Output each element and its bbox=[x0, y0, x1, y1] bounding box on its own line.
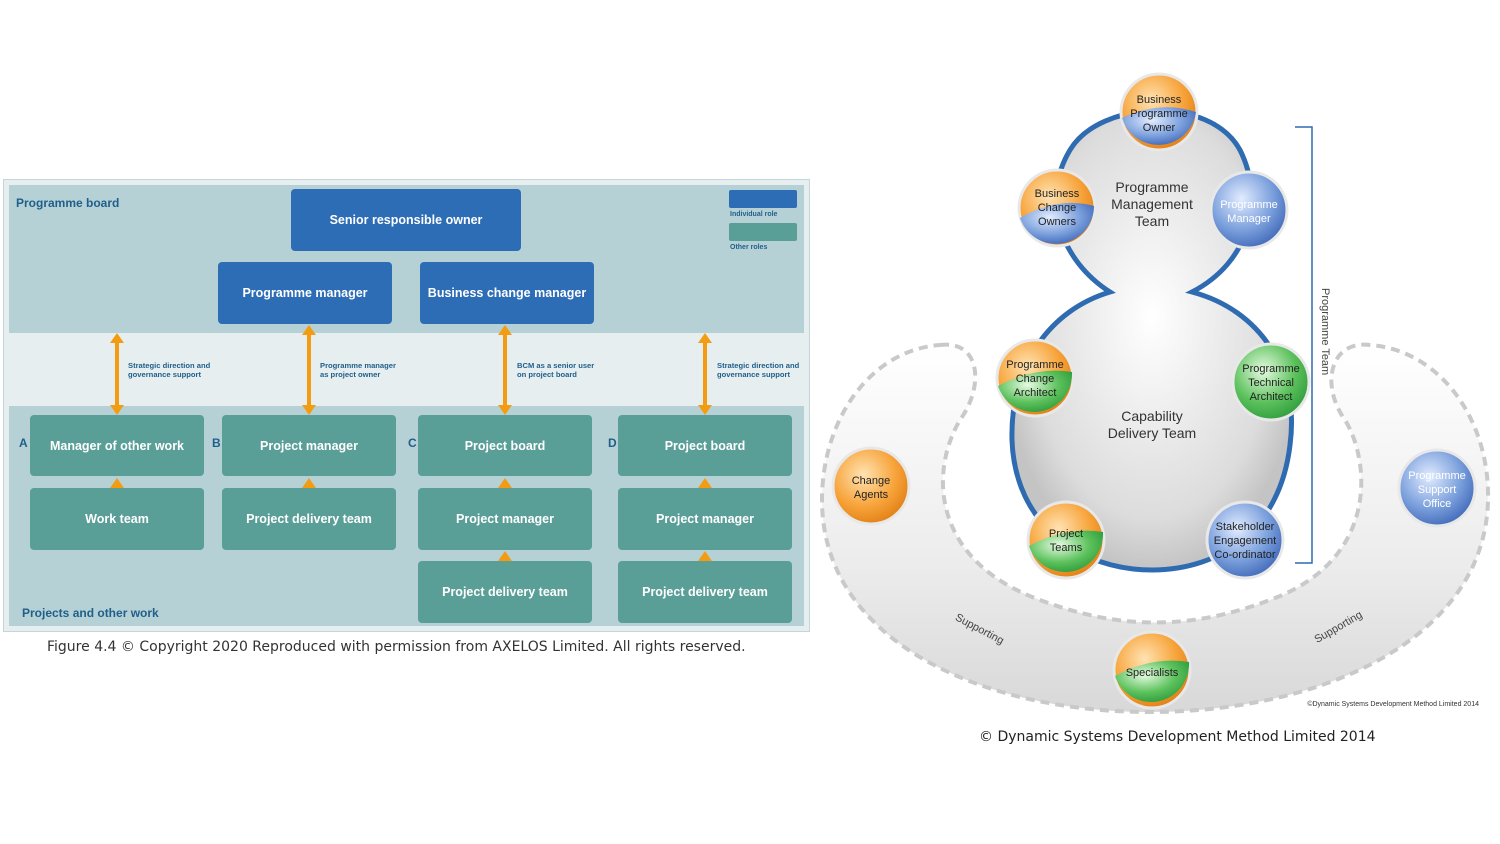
cdt-line2: Delivery Team bbox=[1108, 425, 1196, 441]
double-arrow-b bbox=[302, 325, 316, 415]
pmt-line1: Programme bbox=[1115, 179, 1188, 195]
legend-swatch-individual bbox=[729, 190, 797, 208]
ca-line2: Agents bbox=[854, 489, 889, 501]
connector-d2 bbox=[698, 551, 712, 561]
specialists-label: Specialists bbox=[1126, 667, 1179, 679]
sec-line1: Stakeholder bbox=[1216, 521, 1275, 533]
pta-line1: Programme bbox=[1242, 363, 1299, 375]
relationship-a-line2: governance support bbox=[128, 369, 201, 379]
ca-line1: Change bbox=[852, 475, 891, 487]
column-letter-b: B bbox=[212, 436, 221, 450]
project-board-box-d: Project board bbox=[618, 415, 792, 476]
business-change-owners-circle: Business Change Owners bbox=[1017, 168, 1097, 248]
legend-individual-role: Individual role bbox=[730, 211, 778, 218]
bpo-line1: Business bbox=[1137, 94, 1182, 106]
pso-line1: Programme bbox=[1408, 470, 1465, 482]
connector-d1 bbox=[698, 478, 712, 488]
relationship-a-line1: Strategic direction and bbox=[128, 361, 211, 370]
pca-line3: Architect bbox=[1014, 387, 1057, 399]
pm-line1: Programme bbox=[1220, 199, 1277, 211]
programme-team-label: Programme Team bbox=[1319, 288, 1331, 375]
project-manager-box-d: Project manager bbox=[618, 488, 792, 550]
relationship-c-line1: BCM as a senior user bbox=[517, 361, 595, 370]
senior-responsible-owner-box: Senior responsible owner bbox=[291, 189, 521, 251]
programme-team-bracket bbox=[1295, 126, 1313, 564]
right-figure-caption: © Dynamic Systems Development Method Lim… bbox=[979, 729, 1376, 745]
project-delivery-team-box-c: Project delivery team bbox=[418, 561, 592, 623]
relationship-d-line2: governance support bbox=[717, 369, 790, 379]
programme-manager-box: Programme manager bbox=[218, 262, 392, 324]
programme-board-label: Programme board bbox=[16, 196, 120, 210]
change-agents-circle: Change Agents bbox=[831, 446, 911, 526]
bpo-line3: Owner bbox=[1143, 122, 1176, 134]
double-arrow-d bbox=[698, 333, 712, 415]
pmt-line2: Management bbox=[1111, 196, 1193, 212]
legend-swatch-other bbox=[729, 223, 797, 241]
double-arrow-c bbox=[498, 325, 512, 415]
business-programme-owner-circle: Business Programme Owner bbox=[1119, 72, 1199, 152]
column-letter-d: D bbox=[608, 436, 617, 450]
inner-copyright: ©Dynamic Systems Development Method Limi… bbox=[1307, 700, 1479, 708]
dsdm-programme-team-diagram: Programme Team Programme Management Team… bbox=[819, 72, 1491, 715]
sec-line2: Engagement bbox=[1214, 535, 1276, 547]
pt-line1: Project bbox=[1049, 528, 1083, 540]
project-manager-box-b: Project manager bbox=[222, 415, 396, 476]
pta-line2: Technical bbox=[1248, 377, 1294, 389]
programme-technical-architect-circle: Programme Technical Architect bbox=[1231, 342, 1311, 422]
supporting-arc bbox=[819, 342, 1491, 715]
bco-line3: Owners bbox=[1038, 216, 1076, 228]
business-change-manager-box: Business change manager bbox=[420, 262, 594, 324]
relationship-b-line2: as project owner bbox=[320, 369, 381, 379]
pm-line2: Manager bbox=[1227, 213, 1271, 225]
relationship-band bbox=[9, 333, 804, 404]
double-arrow-a bbox=[110, 333, 124, 415]
pt-line2: Teams bbox=[1050, 542, 1083, 554]
relationship-label-b: Programme manager as project owner bbox=[320, 361, 420, 379]
projects-label: Projects and other work bbox=[22, 606, 159, 620]
connector-a bbox=[110, 478, 124, 488]
sec-line3: Co-ordinator bbox=[1214, 549, 1275, 561]
relationship-b-line1: Programme manager bbox=[320, 361, 396, 370]
connector-c1 bbox=[498, 478, 512, 488]
project-delivery-team-box-d: Project delivery team bbox=[618, 561, 792, 623]
project-delivery-team-box-b: Project delivery team bbox=[222, 488, 396, 550]
pmt-line3: Team bbox=[1135, 213, 1169, 229]
pso-line2: Support bbox=[1418, 484, 1457, 496]
stakeholder-engagement-circle: Stakeholder Engagement Co-ordinator bbox=[1205, 500, 1285, 580]
pca-line2: Change bbox=[1016, 373, 1055, 385]
pta-line3: Architect bbox=[1250, 391, 1293, 403]
project-board-box-c: Project board bbox=[418, 415, 592, 476]
relationship-label-c: BCM as a senior user on project board bbox=[517, 361, 617, 379]
legend-other-roles: Other roles bbox=[730, 244, 768, 251]
pso-line3: Office bbox=[1423, 498, 1452, 510]
bco-line1: Business bbox=[1035, 188, 1080, 200]
cdt-line1: Capability bbox=[1121, 408, 1182, 424]
relationship-label-d: Strategic direction and governance suppo… bbox=[717, 361, 817, 379]
relationship-d-line1: Strategic direction and bbox=[717, 361, 800, 370]
left-figure-caption: Figure 4.4 © Copyright 2020 Reproduced w… bbox=[47, 639, 746, 655]
programme-support-office-circle: Programme Support Office bbox=[1397, 448, 1477, 528]
relationship-label-a: Strategic direction and governance suppo… bbox=[128, 361, 228, 379]
project-manager-box-c: Project manager bbox=[418, 488, 592, 550]
column-letter-a: A bbox=[19, 436, 28, 450]
programme-organisation-diagram: Programme board Projects and other work … bbox=[3, 179, 810, 632]
programme-manager-circle: Programme Manager bbox=[1209, 170, 1289, 250]
programme-change-architect-circle: Programme Change Architect bbox=[995, 338, 1075, 418]
bco-line2: Change bbox=[1038, 202, 1077, 214]
connector-c2 bbox=[498, 551, 512, 561]
pca-line1: Programme bbox=[1006, 359, 1063, 371]
specialists-circle: Specialists bbox=[1112, 630, 1192, 710]
connector-b bbox=[302, 478, 316, 488]
bpo-line2: Programme bbox=[1130, 108, 1187, 120]
project-teams-circle: Project Teams bbox=[1026, 500, 1106, 580]
manager-of-other-work-box: Manager of other work bbox=[30, 415, 204, 476]
column-letter-c: C bbox=[408, 436, 417, 450]
work-team-box: Work team bbox=[30, 488, 204, 550]
relationship-c-line2: on project board bbox=[517, 369, 577, 379]
